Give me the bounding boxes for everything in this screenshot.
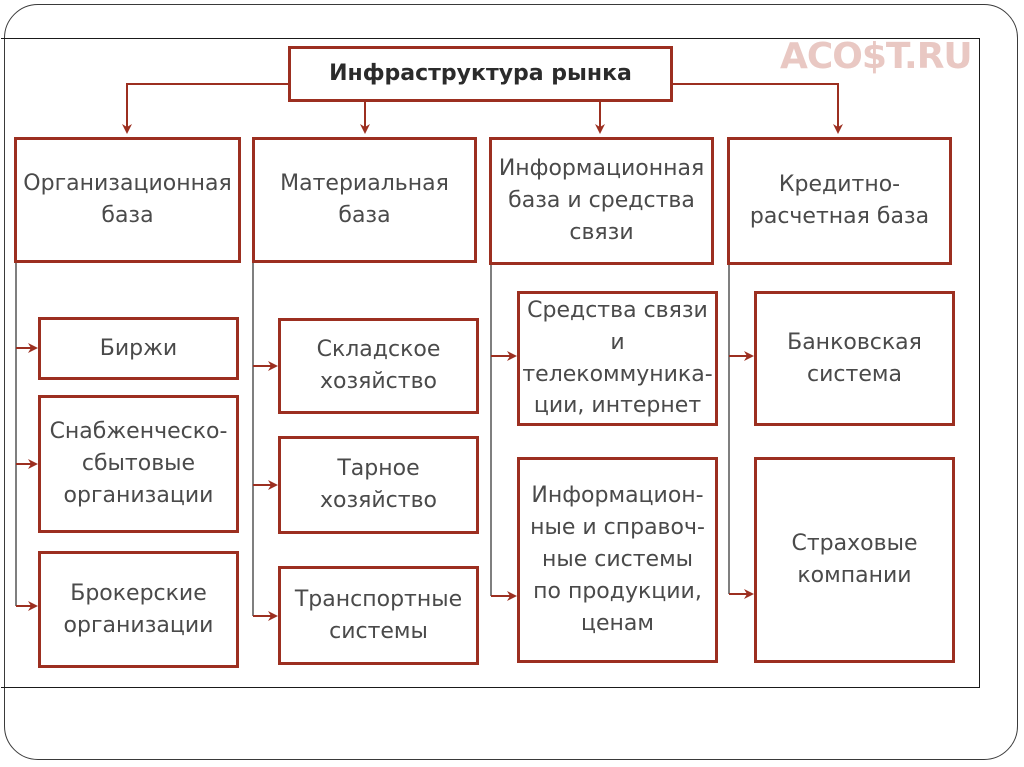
- node-warehousing: Складское хозяйство: [278, 318, 479, 414]
- node-exchanges: Биржи: [38, 317, 239, 380]
- connector-root-right: [672, 83, 843, 134]
- node-supply-sales-orgs: Снабженческо- сбытовые организации: [38, 395, 239, 533]
- node-credit-settlement-base: Кредитно- расчетная база: [727, 137, 952, 265]
- node-brokerage-orgs: Брокерские организации: [38, 551, 239, 668]
- node-information-base: Информационная база и средства связи: [489, 137, 714, 265]
- node-organizational-base: Организационная база: [14, 137, 241, 263]
- node-container-economy: Тарное хозяйство: [278, 436, 479, 534]
- node-reference-systems: Информацион- ные и справоч- ные системы …: [517, 457, 718, 663]
- node-communications: Средства связи и телекоммуника- ции, инт…: [517, 291, 718, 426]
- node-transport-systems: Транспортные системы: [278, 566, 479, 665]
- watermark-logo: ACO$T.RU: [780, 36, 973, 77]
- root-node: Инфраструктура рынка: [288, 46, 673, 102]
- connector-root-left: [122, 83, 288, 134]
- slide-content-border: [1, 38, 980, 688]
- node-insurance-companies: Страховые компании: [754, 457, 955, 663]
- node-banking-system: Банковская система: [754, 291, 955, 426]
- node-material-base: Материальная база: [252, 137, 477, 263]
